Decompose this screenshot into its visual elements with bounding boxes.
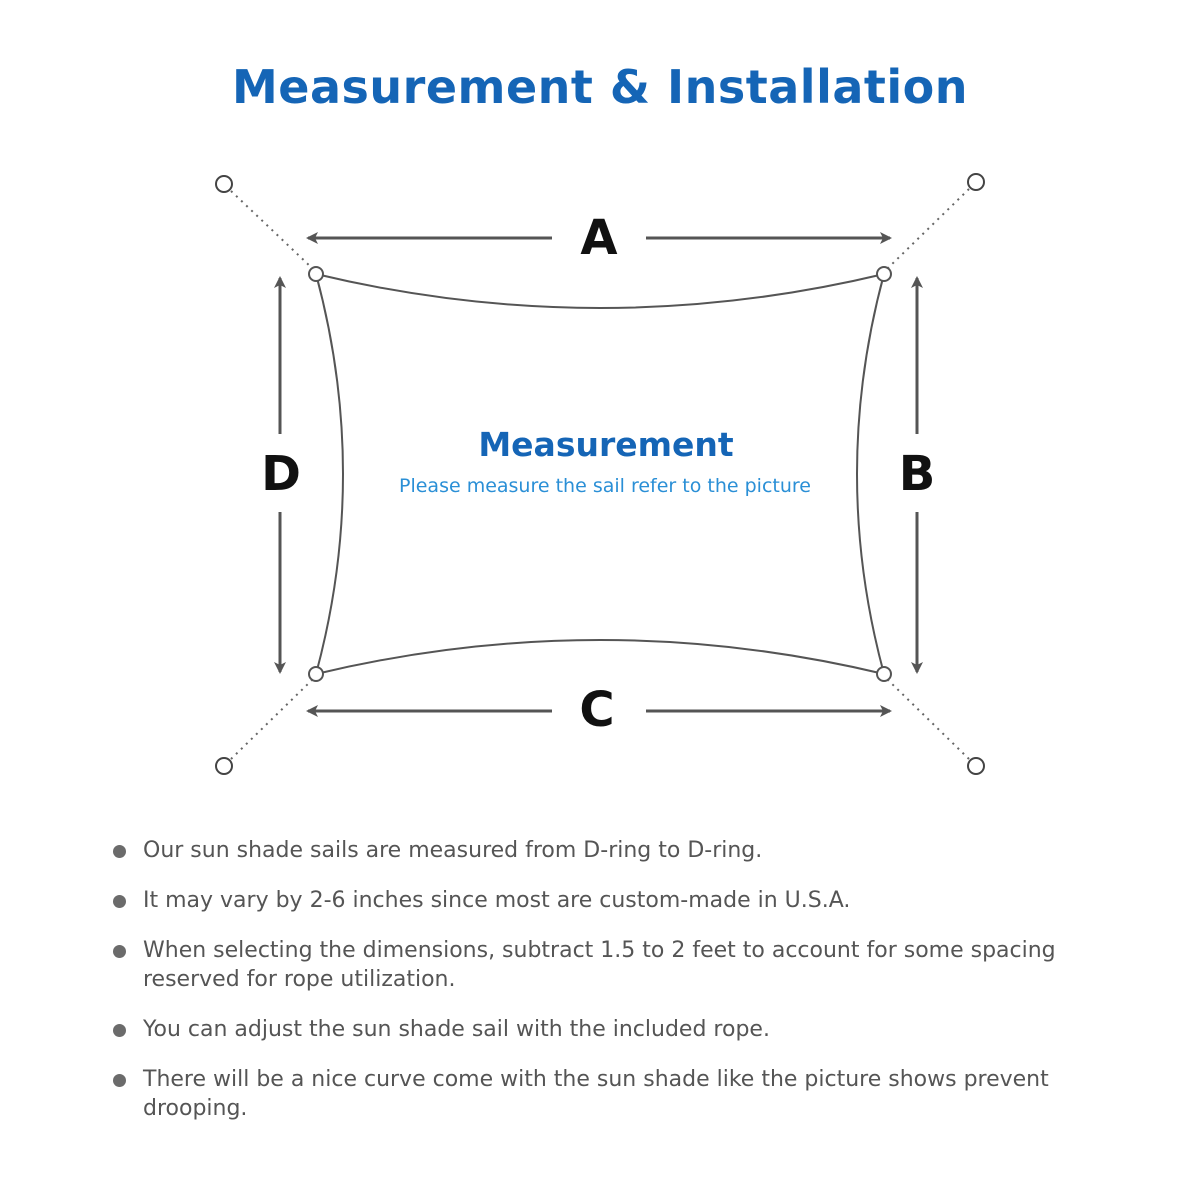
center-subtitle: Please measure the sail refer to the pic…	[399, 475, 811, 497]
label-b: B	[899, 446, 936, 502]
bullet-icon	[113, 1074, 126, 1087]
anchor-bottom-left	[215, 757, 233, 775]
bullet-icon	[113, 895, 126, 908]
anchor-top-left	[215, 175, 233, 193]
sail-outline	[314, 272, 886, 676]
dimension-arrows	[274, 232, 923, 717]
bullet-icon	[113, 1024, 126, 1037]
bullet-icon	[113, 945, 126, 958]
page-title: Measurement & Installation	[232, 60, 968, 114]
d-ring-top-right	[876, 266, 892, 282]
d-ring-top-left	[308, 266, 324, 282]
d-rings	[308, 266, 892, 682]
list-item: You can adjust the sun shade sail with t…	[112, 1015, 1102, 1044]
label-c: C	[579, 682, 614, 738]
list-item: It may vary by 2-6 inches since most are…	[112, 886, 1102, 915]
rope-top-left	[230, 190, 313, 269]
d-ring-bottom-left	[308, 666, 324, 682]
guy-ropes	[230, 188, 970, 760]
rope-top-right	[887, 188, 970, 269]
note-text: Our sun shade sails are measured from D-…	[143, 838, 763, 863]
note-text: You can adjust the sun shade sail with t…	[143, 1017, 770, 1042]
bullet-icon	[113, 845, 126, 858]
list-item: There will be a nice curve come with the…	[112, 1065, 1102, 1123]
center-title: Measurement	[478, 425, 734, 464]
anchor-bottom-right	[967, 757, 985, 775]
rope-bottom-right	[887, 679, 970, 760]
anchor-top-right	[967, 173, 985, 191]
label-a: A	[580, 210, 617, 266]
anchor-points	[215, 173, 985, 775]
list-item: Our sun shade sails are measured from D-…	[112, 836, 1102, 865]
rope-bottom-left	[230, 679, 313, 760]
d-ring-bottom-right	[876, 666, 892, 682]
list-item: When selecting the dimensions, subtract …	[112, 936, 1102, 994]
notes-list: Our sun shade sails are measured from D-…	[112, 836, 1102, 1144]
note-text: When selecting the dimensions, subtract …	[143, 938, 1056, 992]
note-text: There will be a nice curve come with the…	[143, 1067, 1049, 1121]
note-text: It may vary by 2-6 inches since most are…	[143, 888, 851, 913]
sail-diagram: A C D B Measurement Please measure the s…	[215, 173, 985, 775]
label-d: D	[261, 446, 301, 502]
